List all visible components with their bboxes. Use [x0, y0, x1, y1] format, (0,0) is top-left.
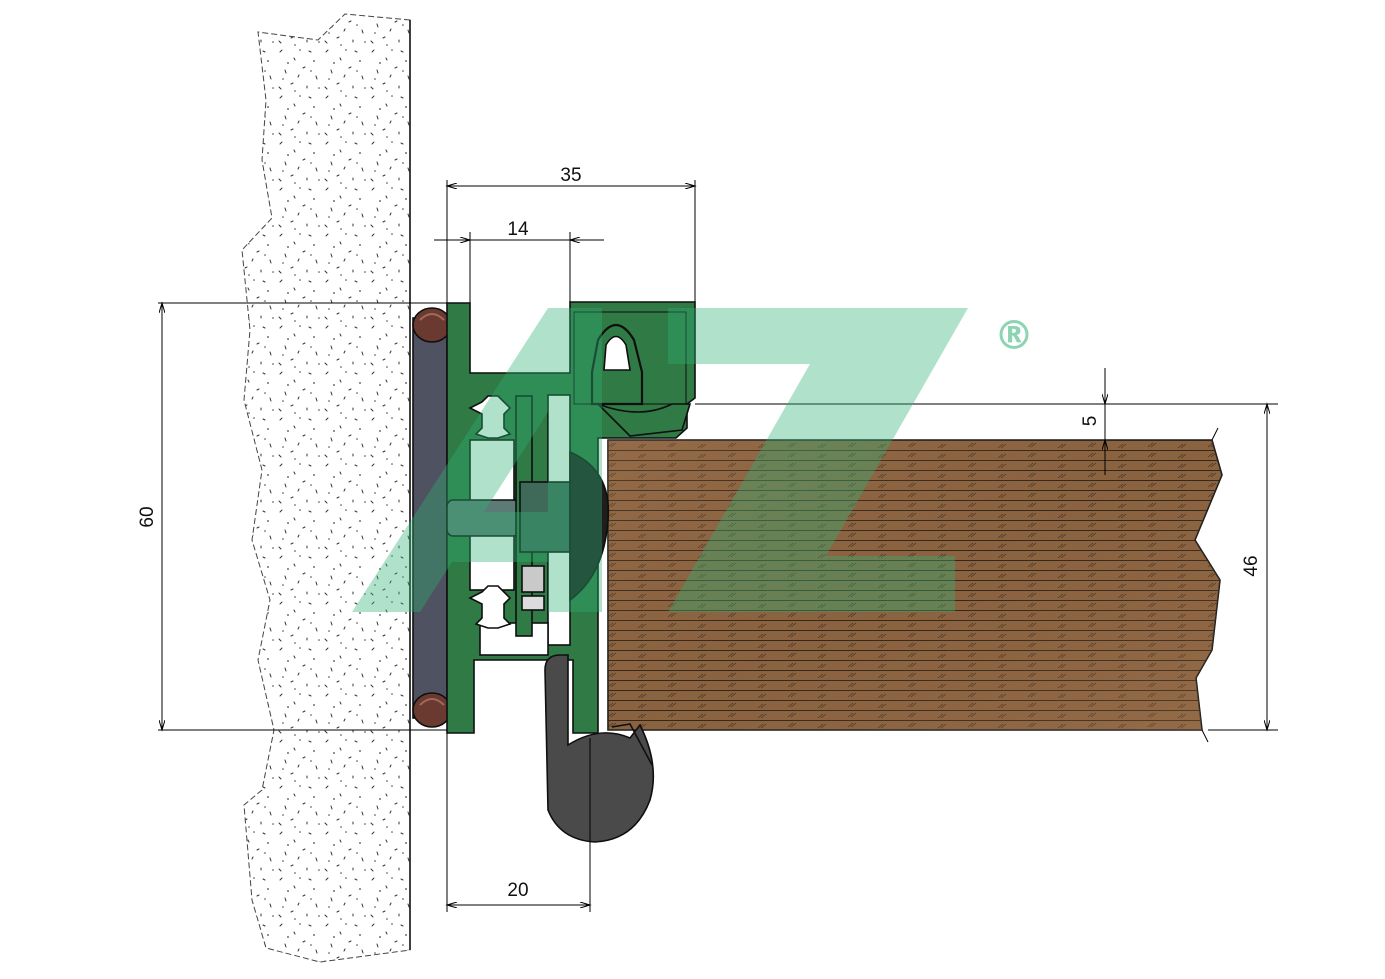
- aluminium-profile: [446, 301, 696, 734]
- top-bulb-seal: [590, 323, 692, 437]
- dim-left-height: 60: [137, 303, 162, 730]
- reference-lines: [158, 180, 1278, 912]
- dim-gap: 5: [1080, 368, 1105, 475]
- mounting-slot-bottom: [468, 585, 512, 629]
- dim-right-height: 46: [1241, 404, 1267, 730]
- dim-top-offset-label: 14: [507, 219, 529, 240]
- dim-top-offset: 14: [434, 219, 604, 240]
- dim-gap-label: 5: [1080, 416, 1101, 427]
- dim-left-height-label: 60: [137, 506, 158, 527]
- dim-top-width-label: 35: [560, 165, 581, 186]
- logo-watermark: [352, 308, 968, 612]
- bottom-bulb-seal: [544, 654, 655, 843]
- registered-mark: ®: [994, 313, 1034, 359]
- dim-right-height-label: 46: [1241, 555, 1262, 576]
- mounting-slot-top: [468, 395, 512, 439]
- concrete-wall: [241, 13, 411, 963]
- bolt-assembly: [446, 395, 610, 637]
- wood-panel: [607, 427, 1223, 743]
- dim-top-width: 35: [447, 165, 695, 186]
- dim-bottom-width: 20: [447, 880, 590, 905]
- wall-gasket: [412, 307, 452, 728]
- dim-bottom-width-label: 20: [507, 880, 528, 901]
